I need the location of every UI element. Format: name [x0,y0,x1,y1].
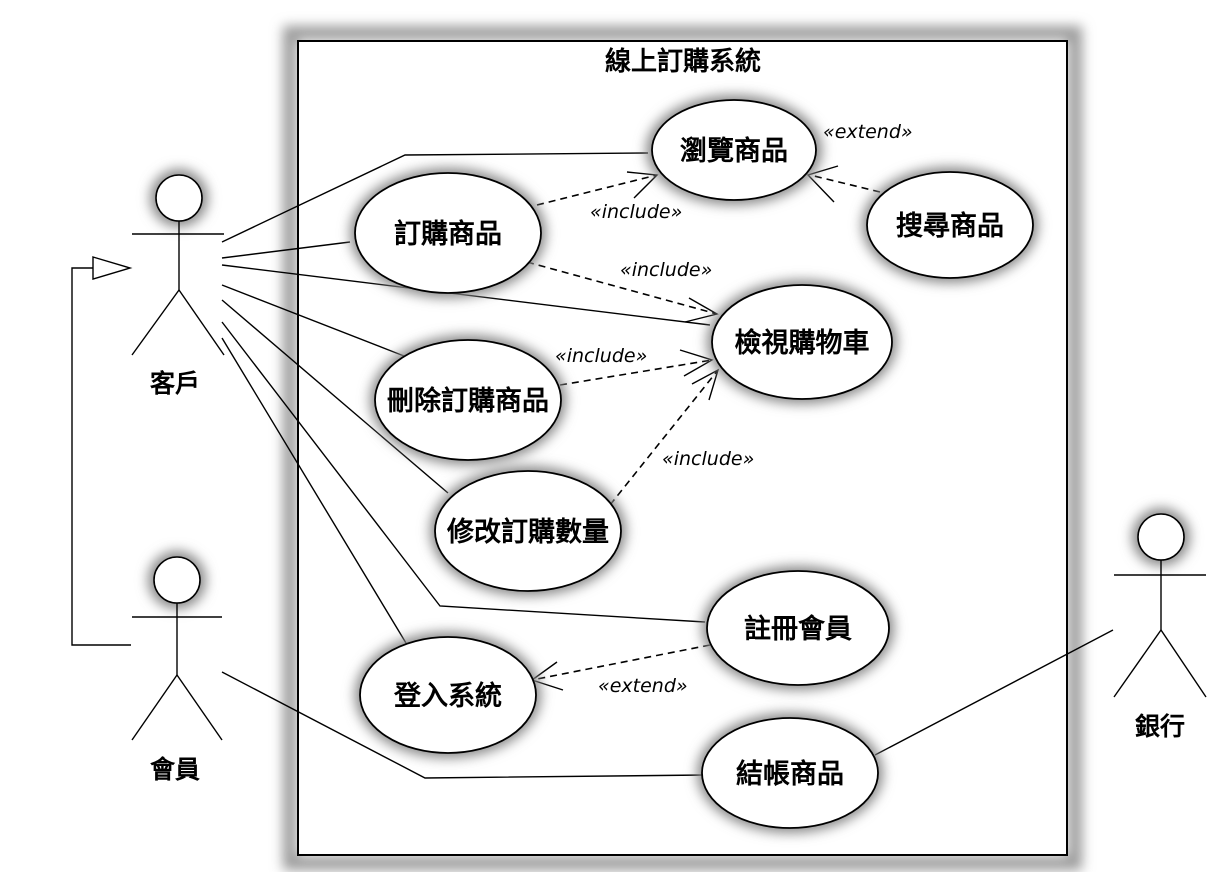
generalization-member-customer [71,256,133,646]
assoc-bank-checkout [874,629,1114,756]
actor-customer-label: 客戶 [150,369,200,398]
use-case-view-cart-label: 檢視購物車 [735,327,870,359]
label-extend-register: «extend» [598,675,688,697]
system-title: 線上訂購系統 [605,46,761,77]
assoc-member-checkout [221,671,706,779]
label-extend-search: «extend» [823,121,913,143]
stereotype-labels: «extend» «include» «include» «include» «… [555,121,913,697]
assoc-customer-order [221,241,351,259]
use-case-view-cart[interactable]: 檢視購物車 [707,280,897,404]
actor-member[interactable]: 會員 [131,551,223,784]
assoc-customer-browse [221,152,649,243]
use-case-register[interactable]: 註冊會員 [702,566,894,690]
assoc-customer-delete [221,284,405,357]
use-case-login-label: 登入系統 [393,680,502,712]
label-include-modify-cart: «include» [662,448,754,470]
label-include-delete-cart: «include» [555,345,647,367]
use-case-register-label: 註冊會員 [744,613,852,645]
actor-bank[interactable]: 銀行 [1113,508,1207,741]
use-case-order-label: 訂購商品 [394,218,502,250]
assoc-customer-modify [221,299,449,494]
use-case-modify-qty-label: 修改訂購數量 [446,516,609,548]
use-case-browse[interactable]: 瀏覽商品 [646,95,822,205]
use-case-search-label: 搜尋商品 [896,211,1004,242]
dependencies [526,165,881,691]
actor-bank-label: 銀行 [1135,712,1185,741]
use-case-browse-label: 瀏覽商品 [680,136,788,167]
assoc-customer-register [221,321,706,623]
use-case-delete-order-label: 刪除訂購商品 [387,385,549,417]
use-case-delete-order[interactable]: 刪除訂購商品 [370,335,566,465]
actor-member-label: 會員 [150,755,200,784]
actor-customer[interactable]: 客戶 [131,169,225,398]
use-case-modify-qty[interactable]: 修改訂購數量 [430,466,626,596]
use-case-search[interactable]: 搜尋商品 [862,167,1038,283]
use-case-checkout[interactable]: 結帳商品 [697,713,883,833]
use-case-login[interactable]: 登入系統 [355,632,541,758]
label-include-order-cart: «include» [620,259,712,281]
assoc-customer-login [221,337,410,649]
use-case-checkout-label: 結帳商品 [736,758,844,790]
label-include-order-browse: «include» [590,201,682,223]
use-case-order[interactable]: 訂購商品 [350,168,546,298]
